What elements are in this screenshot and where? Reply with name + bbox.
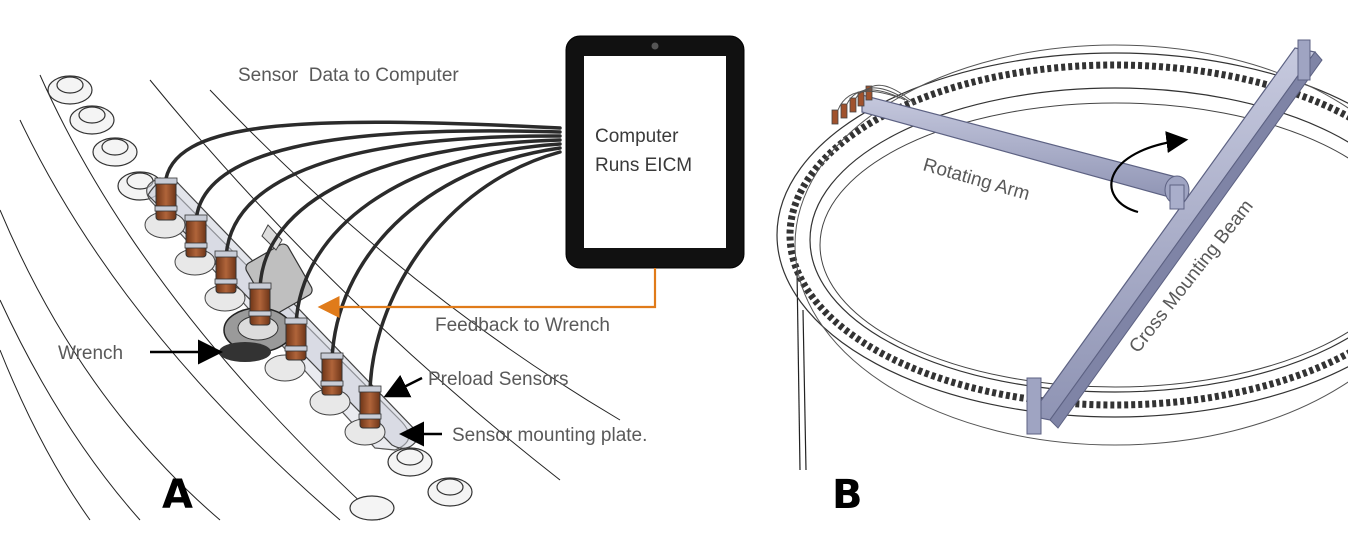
flange-outer-edge-2	[794, 44, 1348, 446]
bolt	[92, 137, 138, 167]
plate-bolts	[144, 211, 386, 446]
bolt-row	[47, 75, 473, 521]
panel-a-letter: A	[162, 472, 193, 518]
sensor	[184, 214, 208, 258]
sensor	[214, 250, 238, 294]
sensor	[320, 352, 344, 396]
preload-sensors	[154, 177, 382, 429]
tablet-line-1: Computer	[595, 126, 679, 147]
bolt	[349, 495, 395, 521]
arm-sensors	[831, 85, 873, 125]
flange-inner-edge	[809, 87, 1348, 393]
sensor-cables	[163, 120, 562, 394]
sensor	[358, 385, 382, 429]
flange-outer-edge	[776, 52, 1348, 418]
feedback-arrow	[317, 268, 657, 318]
wrench-label: Wrench	[58, 343, 123, 364]
preload-sensors-arrow	[383, 374, 423, 398]
feedback-label: Feedback to Wrench	[435, 315, 610, 336]
bolt	[47, 75, 93, 105]
tablet-line-2: Runs EICM	[595, 155, 692, 176]
tablet-computer: Computer Runs EICM	[565, 35, 745, 269]
sensor-data-label: Sensor Data to Computer	[238, 65, 459, 86]
mounting-plate-label: Sensor mounting plate.	[452, 425, 647, 446]
rotation-arrow	[1110, 131, 1189, 214]
flange-inner-edge-2	[819, 102, 1348, 388]
bolt	[387, 447, 433, 477]
panel-b-letter: B	[832, 472, 863, 518]
rotating-arm-label: Rotating Arm	[921, 155, 1032, 205]
sensor	[248, 282, 272, 326]
bolt	[427, 477, 473, 507]
panel-b: Rotating Arm Cross Mounting Beam B	[776, 39, 1348, 518]
cross-mounting-beam	[1026, 39, 1323, 435]
sensor	[154, 177, 178, 221]
camera-icon	[651, 42, 659, 50]
cylinder	[796, 269, 807, 471]
arm-cables	[837, 84, 916, 111]
panel-a: Computer Runs EICM Sensor Data to Comput…	[0, 35, 745, 521]
preload-sensors-label: Preload Sensors	[428, 369, 568, 390]
bolt	[69, 105, 115, 135]
sensor	[284, 317, 308, 361]
rotating-arm	[861, 94, 1190, 210]
